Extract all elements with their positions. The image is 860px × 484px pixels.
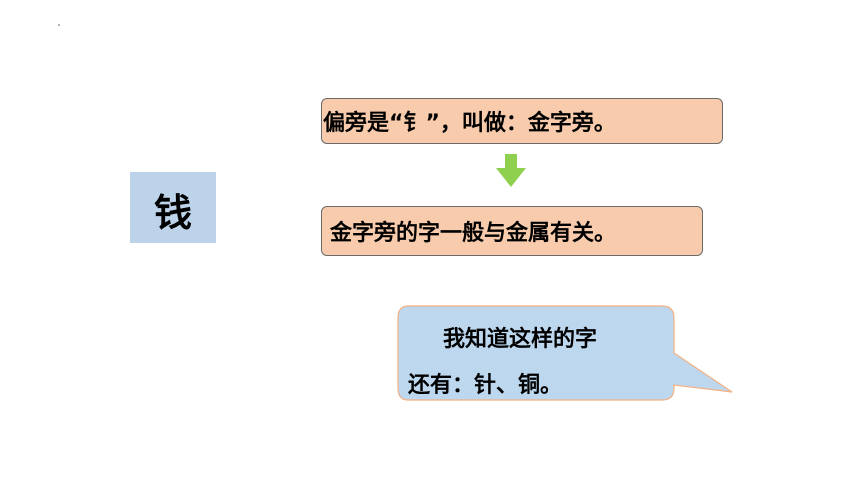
arrow-down-icon (496, 154, 526, 187)
character-label: 钱 (153, 190, 192, 235)
corner-dot (58, 24, 60, 26)
character-box: 钱 (130, 172, 216, 243)
callout-line-1: 我知道这样的字 (443, 327, 598, 352)
speech-bubble (397, 305, 733, 401)
radical-note-text: 偏旁是“钅”，叫做：金字旁。 (323, 111, 616, 136)
meaning-note-box: 金字旁的字一般与金属有关。 (321, 206, 703, 256)
meaning-note-text: 金字旁的字一般与金属有关。 (330, 221, 617, 246)
radical-note-box: 偏旁是“钅”，叫做：金字旁。 (321, 98, 723, 144)
callout-line-2: 还有：针、铜。 (408, 373, 563, 398)
